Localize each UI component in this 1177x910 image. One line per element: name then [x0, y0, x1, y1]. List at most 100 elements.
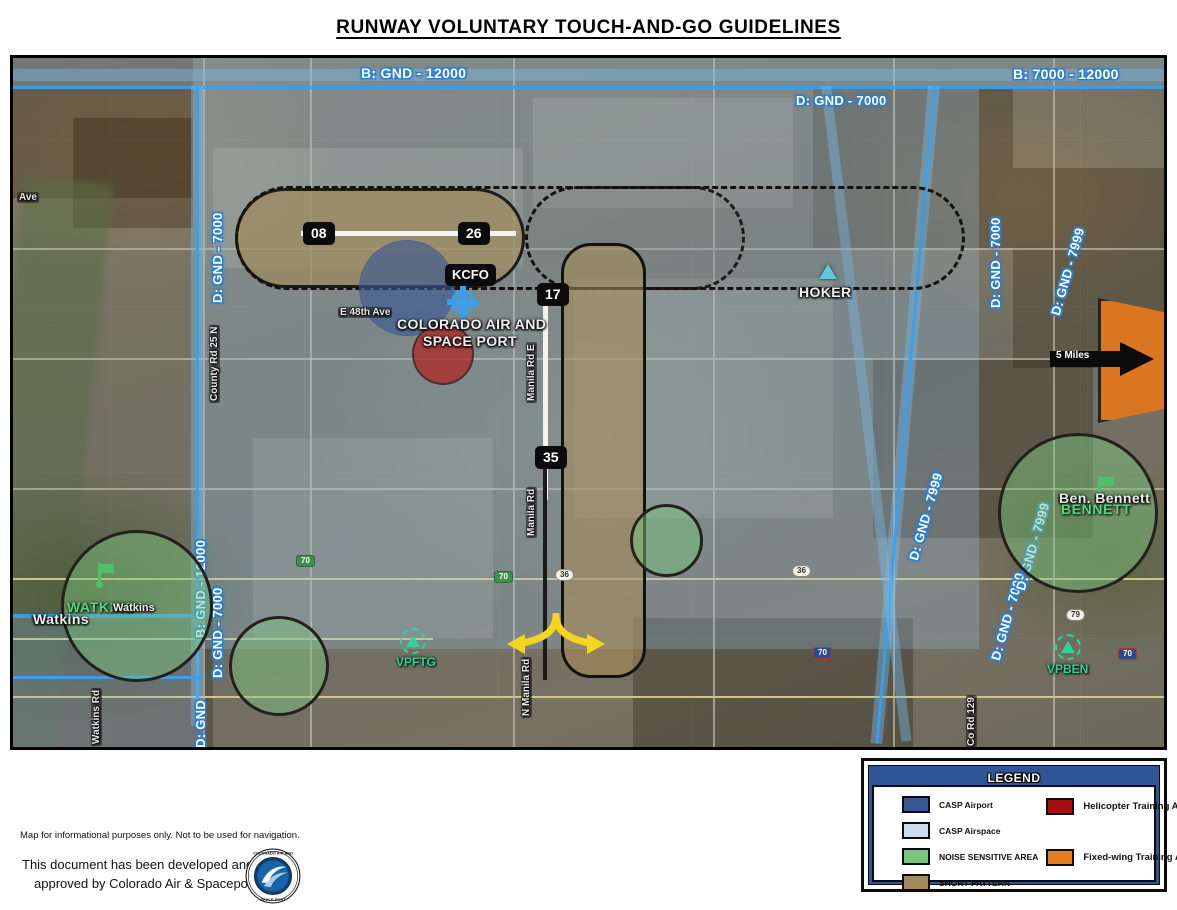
hoker-triangle-icon	[819, 264, 837, 279]
noise-sensitive-area-circle-west[interactable]	[229, 616, 329, 716]
waypoint-ring-icon	[400, 628, 426, 654]
legend-panel: LEGEND CASP Airport CASP Airspace NOISE …	[861, 758, 1177, 892]
highway-shield-i70-mid: 70	[296, 555, 315, 567]
visual-waypoint-icon-vpben[interactable]	[1055, 634, 1081, 660]
legend-swatch-fixed-wing-training-area	[1046, 849, 1075, 866]
city-label-watkins-small: Watkins	[113, 602, 155, 614]
terrain-patch	[253, 438, 493, 638]
airspace-label-b-7000-12000: B: 7000 - 12000	[1013, 66, 1119, 82]
road-label-county-rd-25n: County Rd 25 N	[209, 324, 220, 403]
colorado-air-and-spaceport-logo: COLORADO AIR AND SPACE PORT	[245, 848, 301, 904]
footer-disclaimer: Map for informational purposes only. Not…	[20, 830, 300, 841]
airspace-label-b-gnd-12000-top: B: GND - 12000	[361, 65, 467, 81]
noise-sensitive-area-watkins[interactable]	[61, 530, 213, 682]
airport-name-line1: COLORADO AIR AND	[397, 316, 547, 332]
airspace-label-d-gnd-7000-right: D: GND - 7000	[988, 217, 1003, 308]
road-line	[310, 58, 312, 747]
noise-sensitive-area-circle-central[interactable]	[630, 504, 703, 577]
legend-swatch-casp-airport	[902, 796, 930, 813]
town-flag-icon-watkins	[96, 563, 116, 588]
legend-label-casp-airport: CASP Airport	[939, 799, 993, 810]
scale-arrow-icon	[1050, 342, 1154, 376]
runway-17-35-lower	[543, 458, 547, 680]
legend-label-short-pattern: SHORT PATTERN	[939, 877, 1010, 888]
class-d-boundary-left	[196, 86, 199, 726]
legend-swatch-short-pattern	[902, 874, 930, 891]
waypoint-label-hoker: HOKER	[799, 284, 852, 300]
traffic-pattern-direction-arrows	[507, 613, 605, 654]
legend-column-right: Helicopter Training Area Fixed-wing Trai…	[1038, 796, 1177, 880]
runway-marker-26[interactable]: 26	[458, 222, 490, 245]
waypoint-triangle-icon	[406, 635, 420, 647]
legend-item-short-pattern: SHORT PATTERN	[902, 874, 1038, 891]
waypoint-triangle-icon	[1061, 641, 1075, 653]
flag-pole	[1098, 476, 1101, 498]
satellite-imagery: B: GND - 12000 B: 7000 - 12000 D: GND - …	[13, 58, 1164, 747]
terrain-patch	[633, 618, 913, 747]
airspace-label-d-gnd-left-bottom: D: GND	[193, 699, 208, 748]
runway-08-26	[301, 231, 516, 236]
runway-marker-17[interactable]: 17	[537, 283, 569, 306]
city-label-watkins-alt: Watkins	[33, 611, 89, 627]
legend-label-helicopter-training-area: Helicopter Training Area	[1083, 801, 1177, 812]
legend-body: CASP Airport CASP Airspace NOISE SENSITI…	[872, 785, 1177, 891]
airport-name-line2: SPACE PORT	[423, 333, 517, 349]
flag-cloth	[1100, 477, 1114, 486]
waypoint-ring-icon	[1055, 634, 1081, 660]
class-b-boundary-top	[13, 86, 1164, 89]
legend-swatch-helicopter-training-area	[1046, 798, 1075, 815]
runway-marker-35[interactable]: 35	[535, 446, 567, 469]
map-container[interactable]: B: GND - 12000 B: 7000 - 12000 D: GND - …	[10, 55, 1167, 750]
legend-item-helicopter-training-area: Helicopter Training Area	[1046, 798, 1177, 815]
road-label-watkins-rd: Watkins Rd	[91, 687, 102, 746]
road-line	[713, 58, 715, 747]
highway-70-secondary	[13, 638, 433, 640]
legend-label-noise-sensitive-area: NOISE SENSITIVE AREA	[939, 851, 1039, 862]
road-label-manila-rd: Manila Rd	[526, 486, 537, 538]
legend-swatch-noise-sensitive-area	[902, 848, 930, 865]
short-pattern-polygon-vertical	[561, 243, 646, 678]
class-d-boundary-lower	[13, 676, 203, 679]
highway-shield-us36-right: 36	[792, 565, 811, 577]
road-label-n-manila-rd: N Manila Rd	[521, 656, 532, 718]
svg-text:COLORADO AIR AND: COLORADO AIR AND	[253, 851, 293, 856]
flag-base	[96, 581, 103, 588]
airport-symbol-kcfo[interactable]	[447, 286, 479, 318]
waypoint-label-vpftg: VPFTG	[396, 655, 437, 669]
flag-cloth	[100, 564, 114, 573]
legend-column-left: CASP Airport CASP Airspace NOISE SENSITI…	[874, 796, 1039, 891]
noise-sensitive-area-bennett[interactable]	[998, 433, 1158, 593]
page-header: RUNWAY VOLUNTARY TOUCH-AND-GO GUIDELINES	[0, 0, 1177, 56]
road-line	[1053, 58, 1055, 747]
fixed-wing-training-area-circle[interactable]	[359, 240, 455, 336]
road-line	[513, 58, 515, 747]
airport-symbol-ring	[451, 290, 475, 314]
city-label-bennett: BENNETT	[1061, 501, 1132, 517]
highway-shield-i70-far: 70	[1118, 648, 1137, 660]
legend-label-casp-airspace: CASP Airspace	[939, 825, 1001, 836]
visual-waypoint-icon-vpftg[interactable]	[400, 628, 426, 654]
road-line	[203, 58, 205, 747]
waypoint-label-vpben: VPBEN	[1047, 662, 1089, 676]
airport-code-kcfo[interactable]: KCFO	[445, 264, 496, 286]
highway-shield-us36-left: 36	[555, 569, 574, 581]
legend-title: LEGEND	[987, 771, 1041, 785]
highway-shield-i70-right: 70	[813, 647, 832, 659]
road-label-ave: Ave	[17, 192, 39, 203]
legend-swatch-casp-airspace	[902, 822, 930, 839]
flag-pole	[98, 563, 101, 585]
road-label-n-co-rd-129: N Co Rd 129	[966, 695, 977, 747]
footer-approval-line1: This document has been developed and	[22, 857, 254, 872]
town-flag-icon-bennett	[1096, 476, 1116, 501]
legend-label-fixed-wing-training-area: Fixed-wing Training Area	[1083, 852, 1177, 863]
road-label-e-48th-ave: E 48th Ave	[338, 307, 393, 318]
airspace-label-d-gnd-7000-top: D: GND - 7000	[796, 93, 887, 108]
airspace-label-d-gnd-7000-left: D: GND - 7000	[210, 212, 225, 303]
highway-shield-i70-left: 70	[494, 571, 513, 583]
scale-label: 5 Miles	[1056, 350, 1090, 361]
runway-marker-08[interactable]: 08	[303, 222, 335, 245]
page-title: RUNWAY VOLUNTARY TOUCH-AND-GO GUIDELINES	[336, 17, 841, 38]
runway-17-35-upper	[543, 290, 548, 500]
helicopter-training-area-circle[interactable]	[412, 323, 474, 385]
legend-item-fixed-wing-training-area: Fixed-wing Training Area	[1046, 849, 1177, 866]
